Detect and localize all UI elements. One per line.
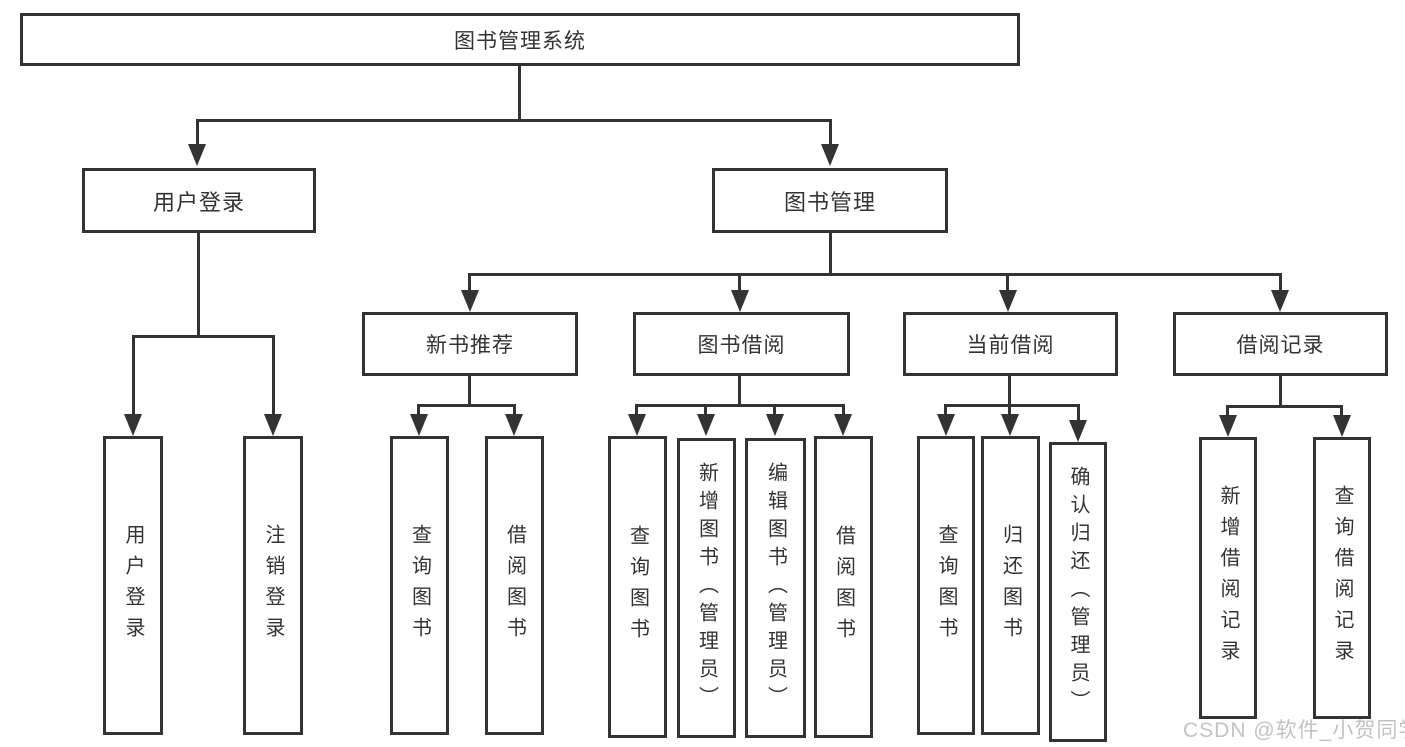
- arrow-down-icon: [697, 414, 715, 436]
- connector-line: [518, 65, 521, 121]
- arrow-down-icon: [821, 144, 839, 166]
- arrow-down-icon: [410, 414, 428, 436]
- connector-line: [272, 335, 275, 419]
- arrow-down-icon: [124, 414, 142, 436]
- node-book-borrow: 图书借阅: [633, 312, 850, 376]
- arrow-down-icon: [1219, 415, 1237, 437]
- connector-line: [196, 119, 832, 122]
- connector-line: [196, 119, 199, 147]
- arrow-down-icon: [937, 414, 955, 436]
- node-new-book-recommend: 新书推荐: [362, 312, 578, 376]
- connector-line: [197, 233, 200, 338]
- connector-line: [704, 404, 707, 418]
- connector-line: [468, 273, 471, 293]
- leaf-confirm-return-admin: 确认归还（管理员）: [1049, 442, 1107, 742]
- node-library-system: 图书管理系统: [20, 13, 1020, 66]
- arrow-down-icon: [1069, 420, 1087, 442]
- connector-line: [738, 376, 741, 407]
- connector-line: [468, 273, 1282, 276]
- connector-line: [829, 119, 832, 147]
- leaf-logout: 注销登录: [243, 436, 303, 735]
- leaf-query-books-current: 查询图书: [917, 436, 975, 735]
- connector-line: [829, 233, 832, 275]
- leaf-return-book: 归还图书: [981, 436, 1040, 735]
- node-current-borrow: 当前借阅: [903, 312, 1118, 376]
- arrow-down-icon: [1271, 290, 1289, 312]
- leaf-query-books-borrow: 查询图书: [608, 436, 667, 738]
- connector-line: [417, 404, 516, 407]
- leaf-query-books-recommend: 查询图书: [390, 436, 449, 735]
- connector-line: [944, 404, 1080, 407]
- leaf-add-book-admin: 新增图书（管理员）: [677, 438, 736, 738]
- node-book-management: 图书管理: [712, 168, 948, 233]
- connector-line: [1226, 405, 1229, 418]
- arrow-down-icon: [1333, 415, 1351, 437]
- connector-line: [132, 335, 275, 338]
- connector-line: [1006, 273, 1009, 293]
- arrow-down-icon: [1001, 414, 1019, 436]
- arrow-down-icon: [766, 414, 784, 436]
- leaf-edit-book-admin: 编辑图书（管理员）: [745, 438, 806, 738]
- connector-line: [635, 404, 638, 418]
- node-borrow-records: 借阅记录: [1173, 312, 1388, 376]
- arrow-down-icon: [731, 290, 749, 312]
- connector-line: [1279, 273, 1282, 293]
- connector-line: [773, 404, 776, 418]
- connector-line: [132, 335, 135, 419]
- connector-line: [1008, 376, 1011, 407]
- arrow-down-icon: [505, 414, 523, 436]
- connector-line: [513, 404, 516, 418]
- connector-line: [738, 273, 741, 293]
- leaf-borrow-books-2: 借阅图书: [814, 436, 873, 738]
- leaf-add-borrow-record: 新增借阅记录: [1199, 437, 1257, 719]
- connector-line: [1077, 404, 1080, 422]
- connector-line: [1340, 405, 1343, 418]
- connector-line: [1226, 405, 1343, 408]
- arrow-down-icon: [628, 414, 646, 436]
- connector-line: [1279, 376, 1282, 408]
- csdn-watermark: CSDN @软件_小贺同学: [1183, 719, 1405, 742]
- connector-line: [635, 404, 845, 407]
- connector-line: [417, 404, 420, 418]
- connector-line: [944, 404, 947, 418]
- leaf-borrow-books-recommend: 借阅图书: [485, 436, 544, 735]
- arrow-down-icon: [461, 290, 479, 312]
- arrow-down-icon: [999, 290, 1017, 312]
- node-user-login: 用户登录: [82, 168, 316, 233]
- connector-line: [468, 376, 471, 407]
- arrow-down-icon: [834, 414, 852, 436]
- leaf-user-login: 用户登录: [103, 436, 163, 735]
- arrow-down-icon: [264, 414, 282, 436]
- arrow-down-icon: [188, 144, 206, 166]
- leaf-query-borrow-record: 查询借阅记录: [1313, 437, 1371, 719]
- connector-line: [842, 404, 845, 418]
- connector-line: [1008, 404, 1011, 418]
